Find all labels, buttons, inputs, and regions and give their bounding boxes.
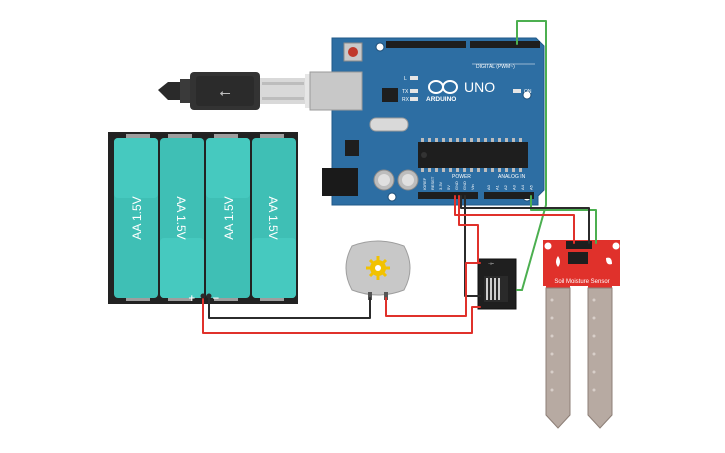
- power-header-label: POWER: [452, 174, 471, 180]
- plant-icon: [606, 257, 612, 265]
- battery-cell-1: AA 1.5V: [114, 138, 158, 298]
- battery-cell-3: AA 1.5V: [206, 138, 250, 298]
- sensor-label: Soil Moisture Sensor: [554, 279, 609, 285]
- analog-pin-label-3: A3: [512, 184, 517, 190]
- crystal-oscillator: [369, 117, 409, 132]
- reset-button-cap[interactable]: [348, 47, 358, 57]
- led-on-label: ON: [524, 89, 532, 95]
- led-l: [410, 76, 418, 80]
- power-pin-label-4: GND: [454, 181, 459, 190]
- usb-cable: ⭠: [158, 72, 335, 110]
- power-pin-label-6: Vin: [470, 184, 475, 190]
- wire-red-sensor-vcc[interactable]: [454, 195, 575, 244]
- usb-symbol-icon: ⭠: [219, 85, 230, 101]
- digital-header-right[interactable]: [470, 41, 540, 48]
- arduino-board[interactable]: DIGITAL (PWM~) ARDUINO UNO L TX RX ON: [309, 37, 545, 206]
- wire-green-a0[interactable]: [530, 195, 597, 244]
- analog-header-label: ANALOG IN: [498, 174, 526, 180]
- analog-pin-label-1: A1: [495, 184, 500, 190]
- battery-cell-4: AA 1.5V: [252, 138, 296, 298]
- led-rx-label: RX: [402, 97, 410, 103]
- led-tx-label: TX: [402, 89, 409, 95]
- led-tx: [410, 89, 418, 93]
- power-pin-label-0: IOREF: [422, 177, 427, 190]
- battery-cell-3-label: AA 1.5V: [222, 196, 236, 239]
- wire-black-battery-motor[interactable]: [208, 295, 371, 319]
- battery-minus-terminal[interactable]: −: [212, 294, 220, 304]
- arduino-model: UNO: [464, 79, 495, 95]
- motor-shaft-gear-icon: [366, 256, 390, 280]
- battery-cell-2: AA 1.5V: [160, 138, 204, 298]
- analog-pin-label-0: A0: [486, 184, 491, 190]
- power-pin-label-5: GND: [462, 181, 467, 190]
- wire-red-motor[interactable]: [385, 262, 481, 317]
- battery-cell-2-label: AA 1.5V: [174, 196, 188, 239]
- led-on: [513, 89, 521, 93]
- dc-motor[interactable]: [345, 240, 411, 300]
- power-pin-label-3: 5V: [446, 185, 451, 190]
- relay-module[interactable]: ⊣⊢: [477, 258, 517, 310]
- power-pin-label-2: 3.3V: [438, 181, 443, 190]
- battery-pack[interactable]: AA 1.5V AA 1.5V AA 1.5V AA 1.5V + −: [108, 132, 298, 304]
- battery-plus-terminal[interactable]: +: [188, 294, 196, 304]
- analog-pin-label-4: A4: [520, 184, 525, 190]
- power-header[interactable]: [418, 192, 478, 199]
- power-jack[interactable]: [322, 168, 358, 196]
- microcontroller-chip: [418, 142, 528, 168]
- soil-moisture-sensor[interactable]: Soil Moisture Sensor: [543, 240, 620, 429]
- battery-cell-1-label: AA 1.5V: [130, 196, 144, 239]
- wire-green-signal[interactable]: [516, 20, 547, 291]
- relay-coil-symbol-icon: ⊣⊢: [488, 262, 495, 266]
- led-l-label: L: [404, 76, 407, 82]
- water-drop-icon: [556, 256, 560, 267]
- wires: [200, 20, 597, 334]
- digital-header-label: DIGITAL (PWM~): [476, 64, 515, 70]
- arduino-brand: ARDUINO: [426, 96, 456, 103]
- analog-pin-label-2: A2: [503, 184, 508, 190]
- battery-cell-4-label: AA 1.5V: [266, 196, 280, 239]
- arduino-logo-icon: [428, 80, 458, 94]
- power-pin-label-1: RESET: [430, 176, 435, 190]
- analog-pin-label-5: A5: [529, 184, 534, 190]
- digital-header-left[interactable]: [386, 41, 466, 48]
- led-rx: [410, 97, 418, 101]
- analog-header[interactable]: [484, 192, 534, 199]
- wire-red-battery[interactable]: [202, 295, 481, 334]
- sensor-header[interactable]: [566, 241, 592, 249]
- wire-black-sensor-gnd[interactable]: [460, 195, 590, 244]
- wire-red-relay[interactable]: [458, 195, 479, 264]
